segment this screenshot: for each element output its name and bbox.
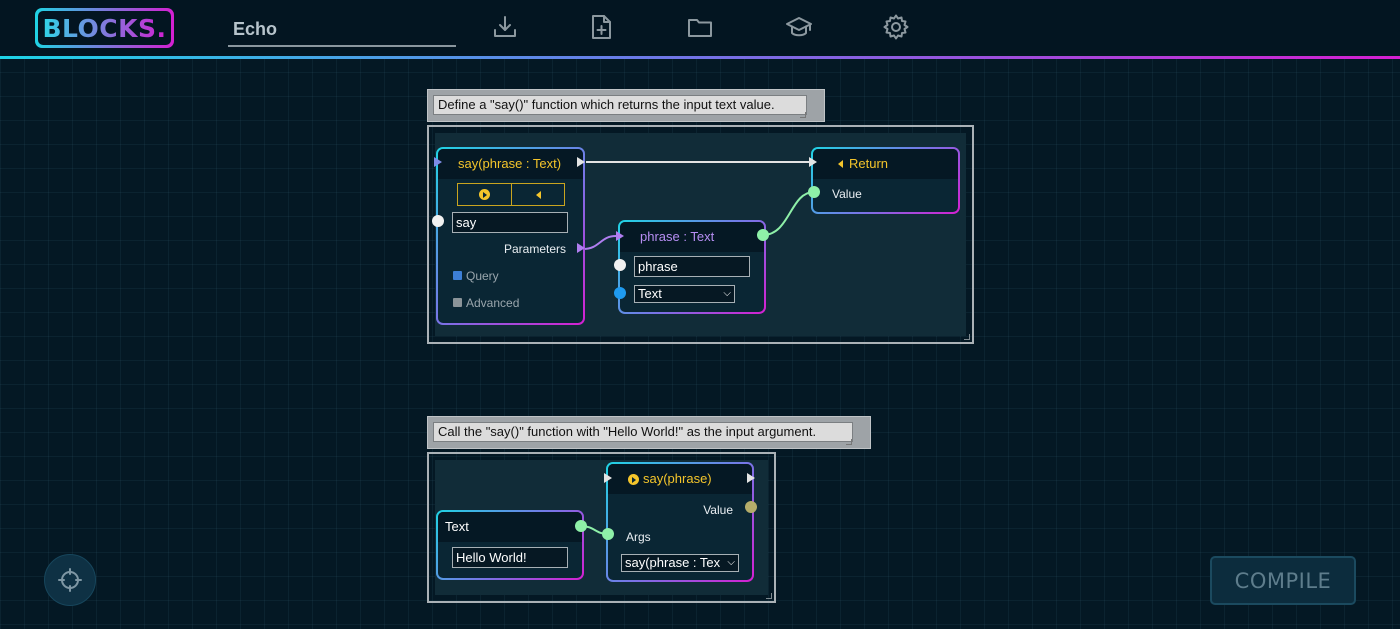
flow-in-port[interactable] (604, 473, 612, 483)
text-node[interactable]: Text (436, 510, 584, 580)
node-body: phrase : Text Text ⌵ (620, 222, 764, 312)
download-icon[interactable] (491, 13, 519, 41)
node-header[interactable] (620, 222, 764, 252)
comment-resize-handle[interactable] (800, 112, 806, 118)
play-icon (628, 474, 639, 485)
group-comment[interactable]: Define a "say()" function which returns … (427, 89, 825, 122)
args-input-port[interactable] (602, 528, 614, 540)
value-input-port[interactable] (808, 186, 820, 198)
parameter-name-input[interactable] (634, 256, 750, 277)
node-header[interactable] (438, 512, 582, 542)
button-divider (511, 184, 512, 205)
parameter-node[interactable]: phrase : Text Text ⌵ (618, 220, 766, 314)
name-input-port[interactable] (614, 259, 626, 271)
node-title: say(phrase) (643, 471, 712, 486)
function-name-input[interactable] (452, 212, 568, 233)
function-definition-node[interactable]: say(phrase : Text) Parameters Query Adva… (436, 147, 585, 325)
value-output-port[interactable] (745, 501, 757, 513)
comment-text[interactable]: Define a "say()" function which returns … (433, 95, 807, 115)
group-resize-handle[interactable] (766, 593, 772, 599)
gear-icon[interactable] (882, 13, 910, 41)
node-title: Text (445, 519, 469, 534)
parameters-label: Parameters (503, 242, 566, 256)
flow-out-port[interactable] (747, 473, 755, 483)
flow-in-port[interactable] (809, 157, 817, 167)
query-checkbox[interactable] (453, 271, 462, 280)
comment-resize-handle[interactable] (846, 439, 852, 445)
group-comment[interactable]: Call the "say()" function with "Hello Wo… (427, 416, 871, 449)
selected-function: say(phrase : Tex (625, 555, 721, 570)
flow-in-port[interactable] (434, 157, 442, 167)
node-body: Return Value (813, 149, 958, 212)
recenter-button[interactable] (44, 554, 96, 606)
parameter-input-port[interactable] (616, 231, 624, 241)
compile-button[interactable]: COMPILE (1210, 556, 1356, 605)
type-input-port[interactable] (614, 287, 626, 299)
comment-text[interactable]: Call the "say()" function with "Hello Wo… (433, 422, 853, 442)
caret-left-icon (838, 160, 843, 168)
parameters-output-port[interactable] (577, 243, 585, 253)
play-icon (479, 189, 490, 200)
node-body: say(phrase : Text) Parameters Query Adva… (438, 149, 583, 323)
advanced-checkbox[interactable] (453, 298, 462, 307)
crosshair-icon (58, 568, 82, 592)
selected-type: Text (638, 286, 662, 301)
query-label: Query (466, 269, 499, 283)
collapse-button[interactable] (512, 184, 565, 205)
node-body: Text (438, 512, 582, 578)
group-resize-handle[interactable] (964, 334, 970, 340)
node-header[interactable] (813, 149, 958, 179)
folder-icon[interactable] (686, 13, 714, 41)
node-header[interactable] (438, 149, 583, 179)
node-title: Return (849, 156, 889, 171)
parameter-type-select[interactable]: Text ⌵ (634, 285, 735, 303)
args-label: Args (626, 530, 651, 544)
function-select[interactable]: say(phrase : Tex ⌵ (621, 554, 739, 572)
function-button-row (457, 183, 565, 206)
value-label: Value (703, 503, 733, 517)
flow-out-port[interactable] (577, 157, 585, 167)
app-logo-text: BLOCKS. (42, 13, 167, 43)
node-body: say(phrase) Value Args say(phrase : Tex … (608, 464, 752, 580)
advanced-label: Advanced (466, 296, 520, 310)
node-title: say(phrase : Text) (458, 156, 562, 171)
text-value-input[interactable] (452, 547, 568, 568)
run-button[interactable] (458, 184, 511, 205)
project-title-input[interactable] (228, 13, 456, 47)
node-title: phrase : Text (640, 229, 715, 244)
header-divider (0, 56, 1400, 59)
return-node[interactable]: Return Value (811, 147, 960, 214)
graduation-cap-icon[interactable] (785, 13, 813, 41)
function-call-node[interactable]: say(phrase) Value Args say(phrase : Tex … (606, 462, 754, 582)
chevron-down-icon: ⌵ (723, 288, 731, 299)
app-logo[interactable]: BLOCKS. (35, 8, 174, 48)
text-output-port[interactable] (575, 520, 587, 532)
value-label: Value (832, 187, 862, 201)
chevron-down-icon: ⌵ (727, 557, 735, 568)
name-input-port[interactable] (432, 215, 444, 227)
new-file-icon[interactable] (587, 13, 615, 41)
app-logo-frame: BLOCKS. (38, 11, 171, 45)
value-output-port[interactable] (757, 229, 769, 241)
caret-left-icon (536, 190, 541, 199)
